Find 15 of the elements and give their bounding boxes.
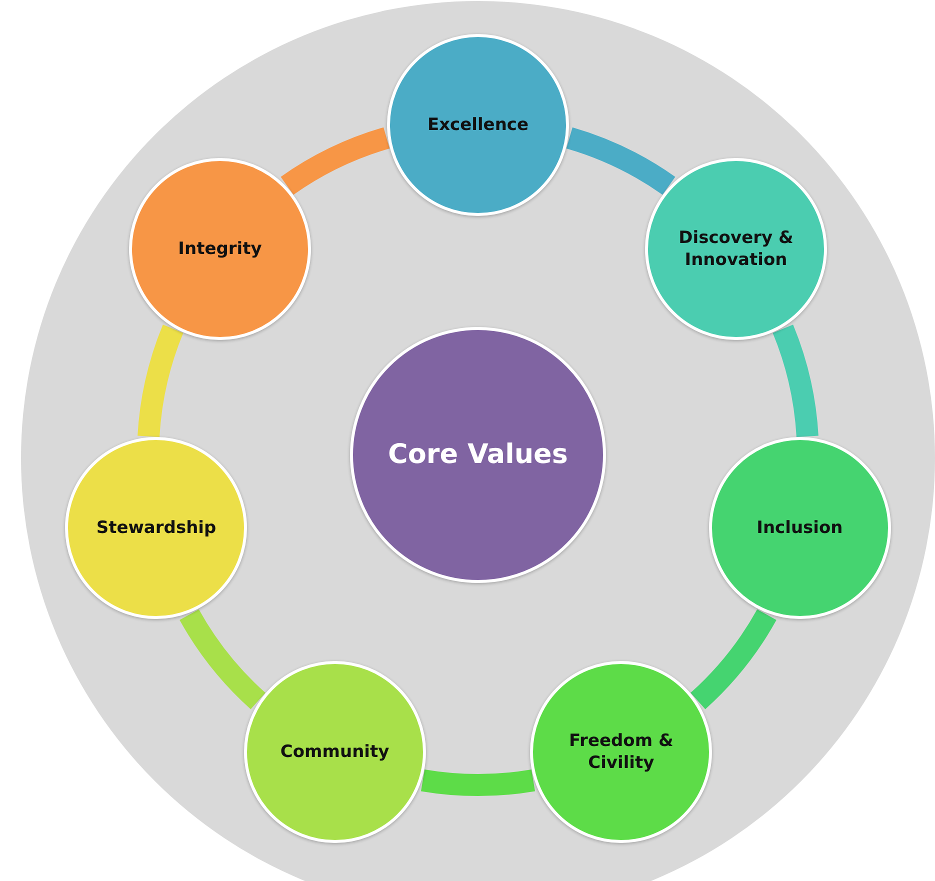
value-label: Integrity — [178, 238, 262, 260]
ring-connector — [772, 325, 818, 438]
value-label: Community — [280, 741, 390, 764]
value-label: Excellence — [427, 114, 529, 136]
value-label: Discovery & Innovation — [678, 227, 794, 272]
value-label: Stewardship — [96, 517, 216, 540]
ring-connector — [180, 609, 266, 709]
value-label: Inclusion — [756, 517, 843, 540]
ring-connector — [690, 609, 776, 709]
ring-connector — [421, 769, 535, 796]
ring-connector — [566, 127, 675, 196]
ring-connector — [138, 325, 184, 438]
ring-connector — [281, 127, 390, 196]
value-label: Freedom & Civility — [568, 730, 674, 774]
title-label: Core Values — [388, 438, 568, 472]
